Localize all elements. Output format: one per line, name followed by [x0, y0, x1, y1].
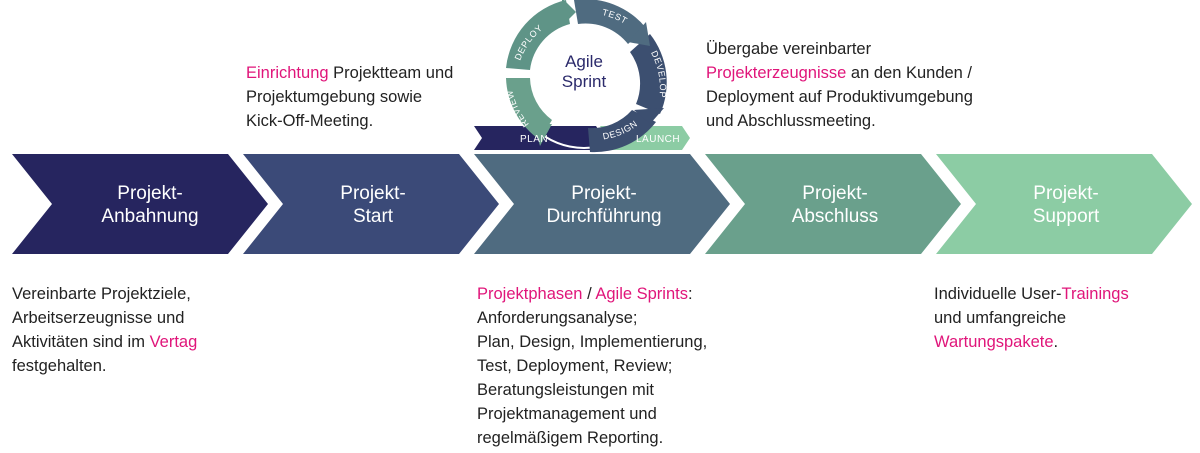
segment-develop: [630, 34, 667, 114]
phase-line1: Projekt-: [340, 183, 406, 204]
launch-label: LAUNCH: [636, 134, 680, 145]
text-line: Aktivitäten sind im: [12, 333, 150, 351]
text-line: Arbeitserzeugnisse und: [12, 309, 185, 327]
text-line: Vereinbarte Projektziele,: [12, 285, 191, 303]
phase-label-abschluss: Projekt- Abschluss: [725, 182, 945, 228]
sprint-center-line2: Sprint: [561, 72, 607, 91]
text-line: Deployment auf Produktivumgebung: [706, 88, 973, 106]
chevron-start: [243, 154, 499, 254]
sprint-center-line1: Agile: [565, 52, 603, 71]
phase-line1: Projekt-: [117, 183, 183, 204]
text-separator: /: [582, 285, 596, 303]
phase-label-anbahnung: Projekt- Anbahnung: [40, 182, 260, 228]
text-line: Plan, Design, Implementierung,: [477, 333, 708, 351]
text-line: Beratungsleistungen mit: [477, 381, 655, 399]
durchfuehrung-description: Projektphasen / Agile Sprints: Anforderu…: [477, 282, 707, 450]
phase-line1: Projekt-: [571, 183, 637, 204]
start-description: Einrichtung Projektteam und Projektumgeb…: [246, 61, 453, 133]
text-line: Individuelle User-: [934, 285, 1062, 303]
chevron-durchfuehrung: [474, 154, 730, 254]
anbahnung-description: Vereinbarte Projektziele, Arbeitserzeugn…: [12, 282, 197, 378]
highlight-trainings: Trainings: [1061, 285, 1129, 303]
phase-line2: Start: [352, 206, 394, 227]
text-line: Test, Deployment, Review;: [477, 357, 673, 375]
highlight-projekterzeugnisse: Projekterzeugnisse: [706, 64, 847, 82]
support-description: Individuelle User-Trainings und umfangre…: [934, 282, 1129, 354]
phase-label-start: Projekt- Start: [263, 182, 483, 228]
highlight-agile-sprints: Agile Sprints: [595, 285, 688, 303]
text-line: Projektmanagement und: [477, 405, 657, 423]
sprint-cycle: [506, 0, 667, 153]
highlight-wartungspakete: Wartungspakete: [934, 333, 1054, 351]
segment-design: [588, 110, 656, 153]
phase-line2: Durchführung: [546, 206, 662, 227]
phase-line2: Support: [1032, 206, 1100, 227]
phase-label-durchfuehrung: Projekt- Durchführung: [494, 182, 714, 228]
text-line: festgehalten.: [12, 357, 107, 375]
text-line: regelmäßigem Reporting.: [477, 429, 664, 447]
text-line: und umfangreiche: [934, 309, 1067, 327]
chevron-anbahnung: [12, 154, 268, 254]
segment-deploy: [506, 0, 570, 70]
phase-line2: Anbahnung: [101, 206, 199, 227]
phase-line1: Projekt-: [1033, 183, 1099, 204]
text-line: Anforderungsanalyse;: [477, 309, 638, 327]
text-line: Projektteam und: [328, 64, 454, 82]
phase-label-support: Projekt- Support: [956, 182, 1176, 228]
segment-test: [574, 0, 646, 44]
text-line: Kick-Off-Meeting.: [246, 112, 374, 130]
highlight-vertag: Vertag: [149, 333, 198, 351]
text-line: Projektumgebung sowie: [246, 88, 423, 106]
text-punct: .: [1053, 333, 1059, 351]
text-line: an den Kunden /: [846, 64, 973, 82]
chevron-support: [936, 154, 1192, 254]
abschluss-description: Übergabe vereinbarter Projekterzeugnisse…: [706, 37, 973, 133]
highlight-projektphasen: Projektphasen: [477, 285, 583, 303]
phase-line1: Projekt-: [802, 183, 868, 204]
highlight-einrichtung: Einrichtung: [246, 64, 329, 82]
text-punct: :: [687, 285, 693, 303]
text-line: Übergabe vereinbarter: [706, 40, 872, 58]
phase-line2: Abschluss: [791, 206, 879, 227]
text-line: und Abschlussmeeting.: [706, 112, 876, 130]
plan-label: PLAN: [520, 134, 548, 145]
sprint-center-label: Agile Sprint: [534, 52, 634, 92]
chevron-abschluss: [705, 154, 961, 254]
